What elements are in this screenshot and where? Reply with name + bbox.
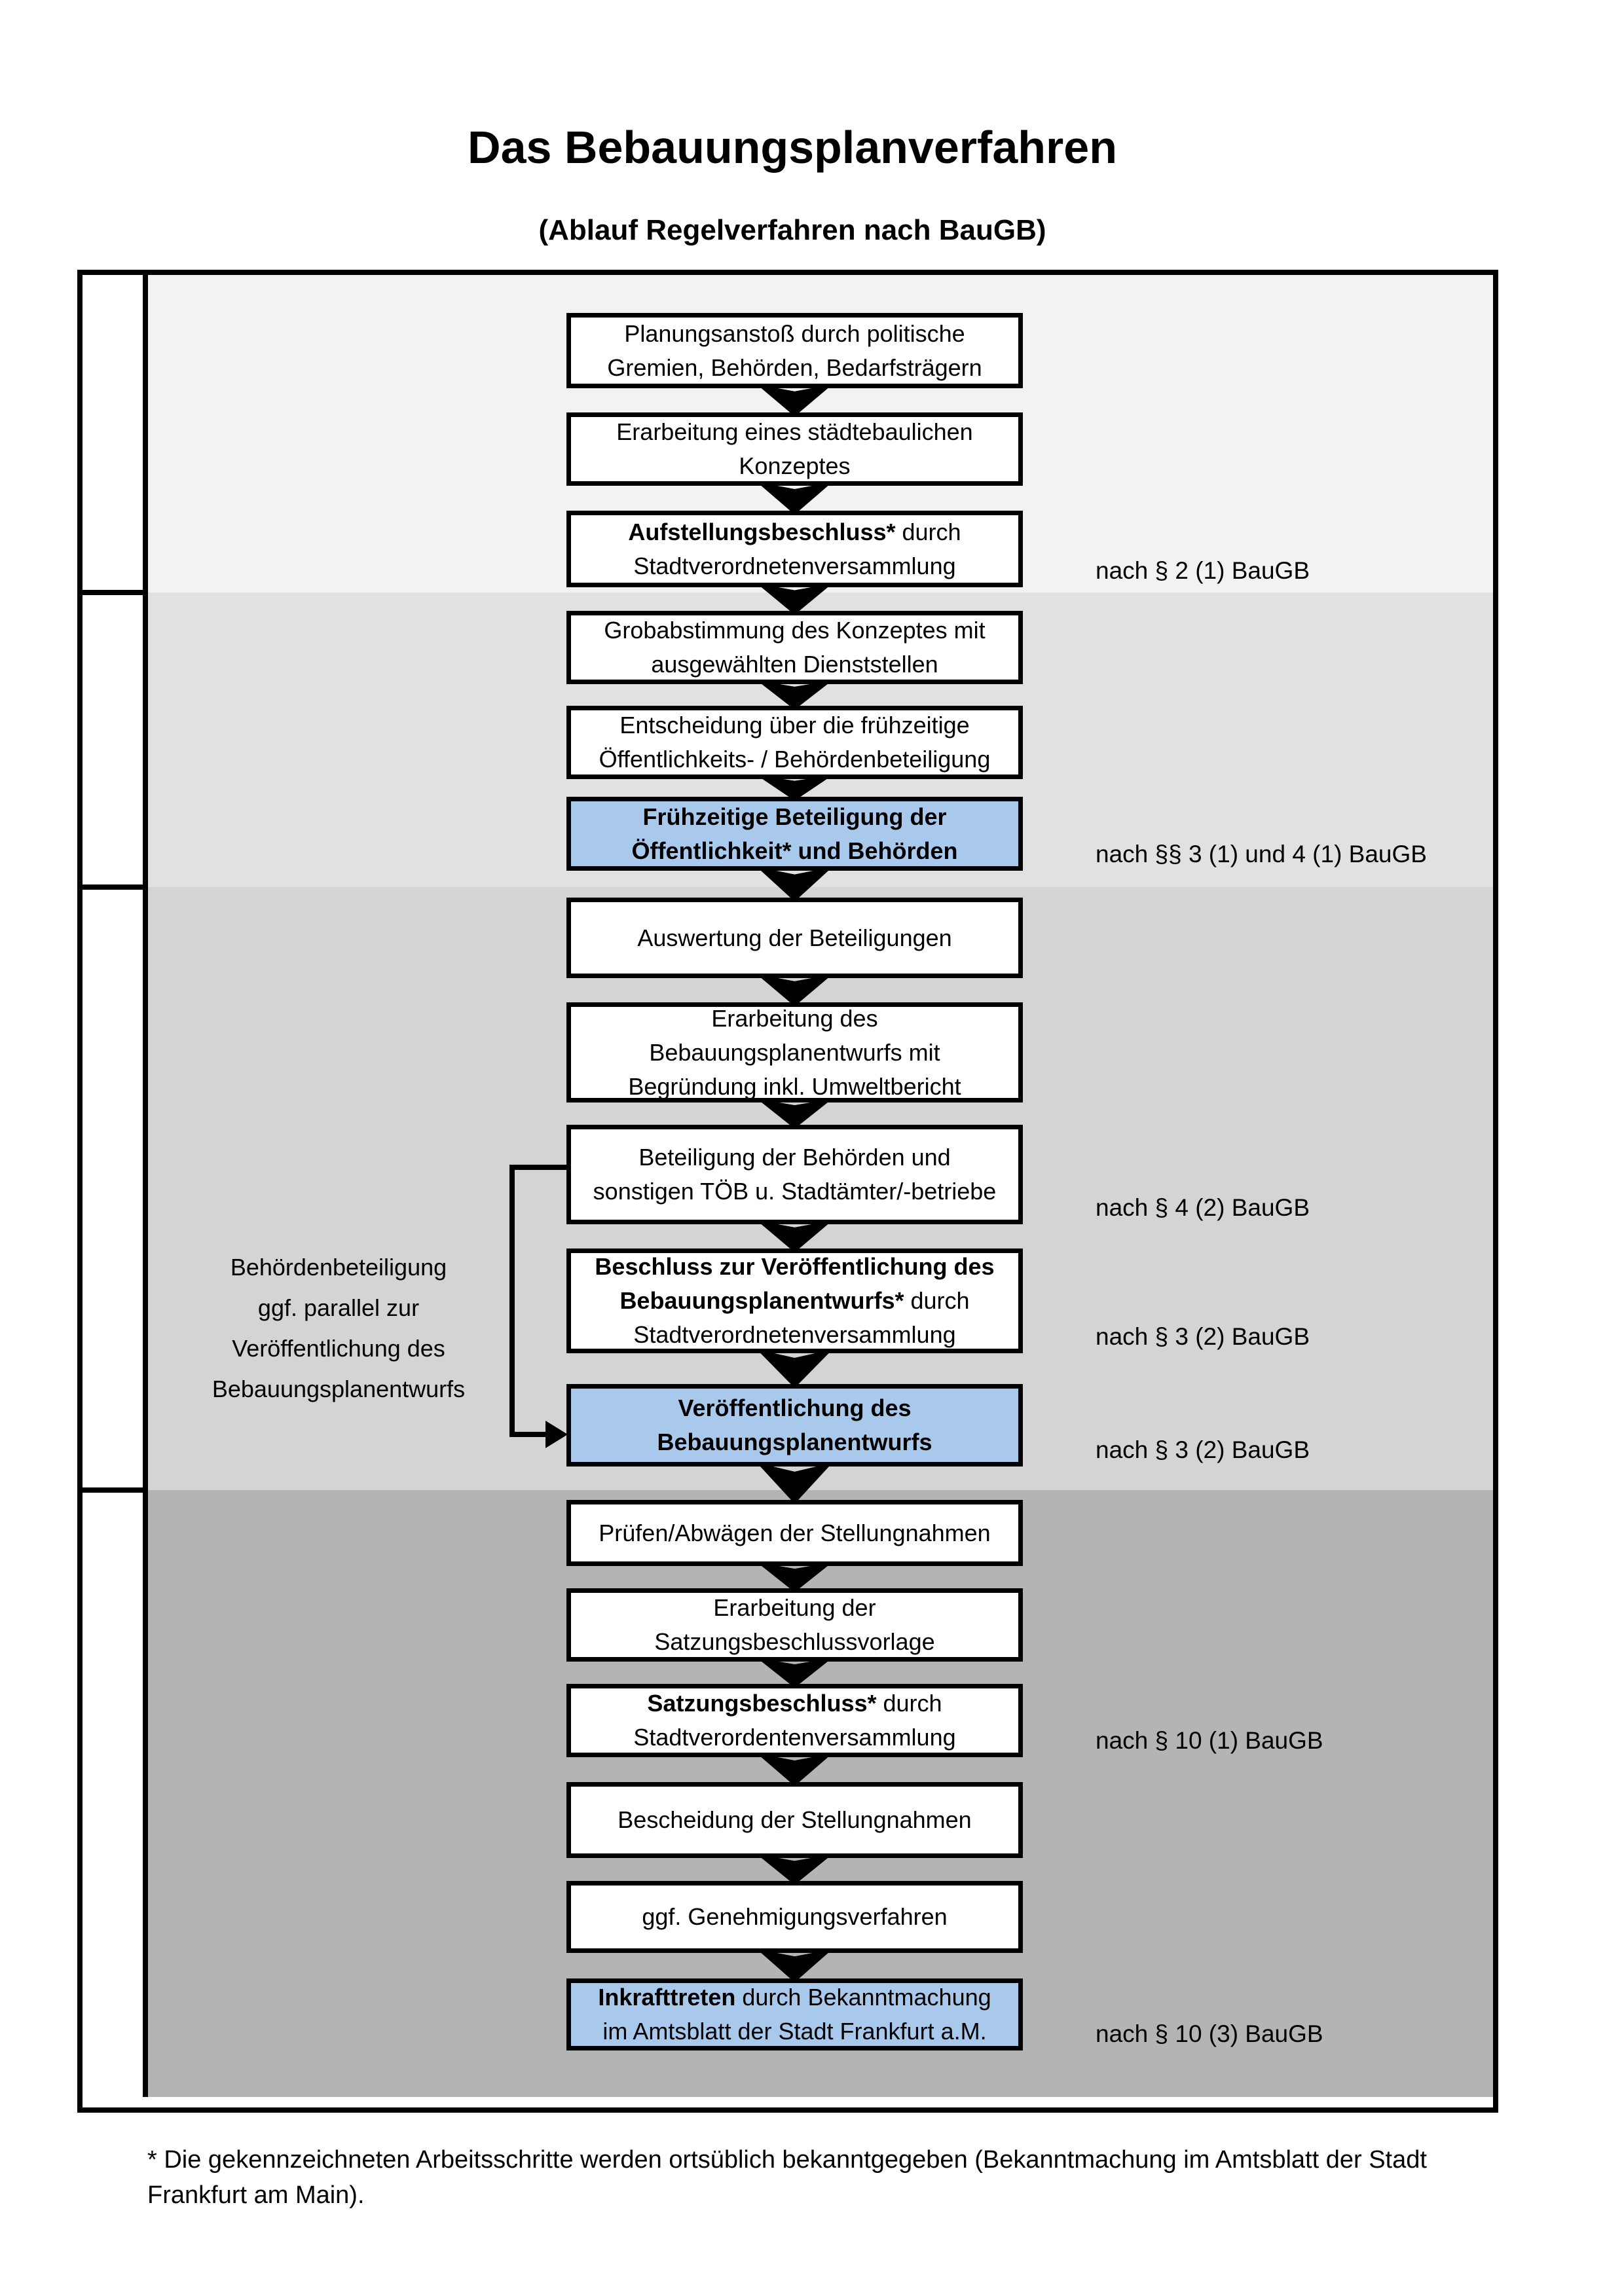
flow-step-text: Erarbeitung der Satzungsbeschlussvorlage <box>654 1591 934 1659</box>
page-title: Das Bebauungsplanverfahren <box>468 122 1117 173</box>
flow-step-text-part: Satzungsbeschluss* <box>647 1690 877 1717</box>
law-reference-note: nach § 4 (2) BauGB <box>1096 1194 1310 1221</box>
flow-step-text: Planungsanstoß durch politische Gremien,… <box>607 317 982 385</box>
bracket-connector-bottom <box>509 1432 547 1437</box>
phase-separator <box>83 590 148 595</box>
flow-step-text: Bescheidung der Stellungnahmen <box>618 1803 971 1837</box>
flow-step-box: Prüfen/Abwägen der Stellungnahmen <box>566 1500 1023 1566</box>
flow-step-text-part: Erarbeitung des Bebauungsplanentwurfs mi… <box>628 1004 961 1100</box>
flow-step-text-part: Beteiligung der Behörden und sonstigen T… <box>593 1144 997 1205</box>
flow-step-text: Auswertung der Beteiligungen <box>637 921 951 955</box>
flow-step-text-part: Aufstellungsbeschluss* <box>628 518 896 545</box>
flow-step-text: Erarbeitung des Bebauungsplanentwurfs mi… <box>628 1002 961 1104</box>
flow-step-text-part: durch Stadtverordnetenversammlung <box>633 518 961 579</box>
flow-step-box: Beteiligung der Behörden und sonstigen T… <box>566 1125 1023 1224</box>
phase-separator <box>83 884 148 890</box>
flow-step-text-part: durch Stadtverordentenversammlung <box>633 1690 956 1751</box>
flow-step-text: ggf. Genehmigungsverfahren <box>642 1900 947 1934</box>
flow-step-text: Frühzeitige Beteiligung der Öffentlichke… <box>631 800 957 868</box>
flow-step-text-part: Frühzeitige Beteiligung der Öffentlichke… <box>631 803 958 864</box>
flow-step-text: Grobabstimmung des Konzeptes mit ausgewä… <box>604 613 985 682</box>
flow-step-box: Erarbeitung der Satzungsbeschlussvorlage <box>566 1588 1023 1662</box>
flow-step-text-part: durch Stadtverordnetenversammlung <box>633 1287 970 1348</box>
arrow-right-icon <box>545 1421 568 1448</box>
flow-step-text: Erarbeitung eines städtebaulichen Konzep… <box>616 415 972 483</box>
flowchart-frame: VorbereitungVorentwurfEntwurfSatzungPlan… <box>77 270 1498 2113</box>
flow-step-text-part: ggf. Genehmigungsverfahren <box>642 1903 948 1930</box>
flow-step-text-part: Prüfen/Abwägen der Stellungnahmen <box>599 1519 991 1546</box>
flow-step-box: Satzungsbeschluss* durch Stadtverordente… <box>566 1684 1023 1757</box>
law-reference-note: nach §§ 3 (1) und 4 (1) BauGB <box>1096 841 1427 867</box>
flow-step-text-part: Planungsanstoß durch politische Gremien,… <box>607 319 982 381</box>
page-subtitle: (Ablauf Regelverfahren nach BauGB) <box>538 214 1046 246</box>
flow-step-text: Veröffentlichung des Bebauungsplanentwur… <box>657 1391 932 1459</box>
flow-step-text-part: Entscheidung über die frühzeitige Öffent… <box>599 712 991 773</box>
flow-step-box: Aufstellungsbeschluss* durch Stadtverord… <box>566 511 1023 587</box>
law-reference-note: nach § 3 (2) BauGB <box>1096 1436 1310 1463</box>
flow-step-text-part: durch Bekanntmachung im Amtsblatt der St… <box>602 1984 991 2045</box>
flow-step-text: Beschluss zur Veröffentlichung des Bebau… <box>595 1250 994 1352</box>
flow-step-text: Entscheidung über die frühzeitige Öffent… <box>599 708 991 776</box>
flow-step-box: Erarbeitung eines städtebaulichen Konzep… <box>566 412 1023 486</box>
flow-step-box: Entscheidung über die frühzeitige Öffent… <box>566 706 1023 779</box>
phase-label-column <box>83 275 148 2097</box>
flow-step-box: Grobabstimmung des Konzeptes mit ausgewä… <box>566 611 1023 684</box>
law-reference-note: nach § 10 (3) BauGB <box>1096 2020 1323 2047</box>
law-reference-note: nach § 2 (1) BauGB <box>1096 557 1310 584</box>
flow-step-text: Prüfen/Abwägen der Stellungnahmen <box>599 1516 990 1550</box>
flow-step-text-part: Beschluss zur Veröffentlichung des Bebau… <box>595 1253 995 1314</box>
flow-step-box: ggf. Genehmigungsverfahren <box>566 1881 1023 1953</box>
flow-step-text: Aufstellungsbeschluss* durch Stadtverord… <box>628 515 961 583</box>
law-reference-note: nach § 3 (2) BauGB <box>1096 1323 1310 1350</box>
flow-step-text-part: Veröffentlichung des Bebauungsplanentwur… <box>657 1394 932 1455</box>
flow-step-text-part: Erarbeitung der Satzungsbeschlussvorlage <box>654 1594 935 1655</box>
flow-step-text-part: Auswertung der Beteiligungen <box>637 924 952 951</box>
phase-separator <box>83 1487 148 1493</box>
flow-step-box: Veröffentlichung des Bebauungsplanentwur… <box>566 1384 1023 1467</box>
flow-step-text-part: Inkrafttreten <box>598 1984 736 2011</box>
flow-step-box: Auswertung der Beteiligungen <box>566 898 1023 978</box>
flow-step-box: Beschluss zur Veröffentlichung des Bebau… <box>566 1248 1023 1353</box>
flow-step-box: Bescheidung der Stellungnahmen <box>566 1782 1023 1858</box>
law-reference-note: nach § 10 (1) BauGB <box>1096 1727 1323 1754</box>
footnote: * Die gekennzeichneten Arbeitsschritte w… <box>147 2146 1427 2209</box>
bracket-connector-vertical <box>509 1165 515 1437</box>
flow-step-text: Beteiligung der Behörden und sonstigen T… <box>593 1140 997 1209</box>
flow-step-box: Frühzeitige Beteiligung der Öffentlichke… <box>566 797 1023 871</box>
flow-step-text-part: Bescheidung der Stellungnahmen <box>618 1806 972 1833</box>
flow-step-box: Planungsanstoß durch politische Gremien,… <box>566 313 1023 388</box>
side-annotation: Behördenbeteiligung ggf. parallel zur Ve… <box>212 1254 466 1402</box>
flow-step-text-part: Grobabstimmung des Konzeptes mit ausgewä… <box>604 617 986 678</box>
flow-step-box: Inkrafttreten durch Bekanntmachung im Am… <box>566 1978 1023 2050</box>
flow-step-text: Inkrafttreten durch Bekanntmachung im Am… <box>598 1980 991 2049</box>
bracket-connector-top <box>509 1165 572 1170</box>
flow-step-text-part: Erarbeitung eines städtebaulichen Konzep… <box>616 418 973 479</box>
flow-step-text: Satzungsbeschluss* durch Stadtverordente… <box>633 1686 955 1755</box>
flow-step-box: Erarbeitung des Bebauungsplanentwurfs mi… <box>566 1002 1023 1102</box>
